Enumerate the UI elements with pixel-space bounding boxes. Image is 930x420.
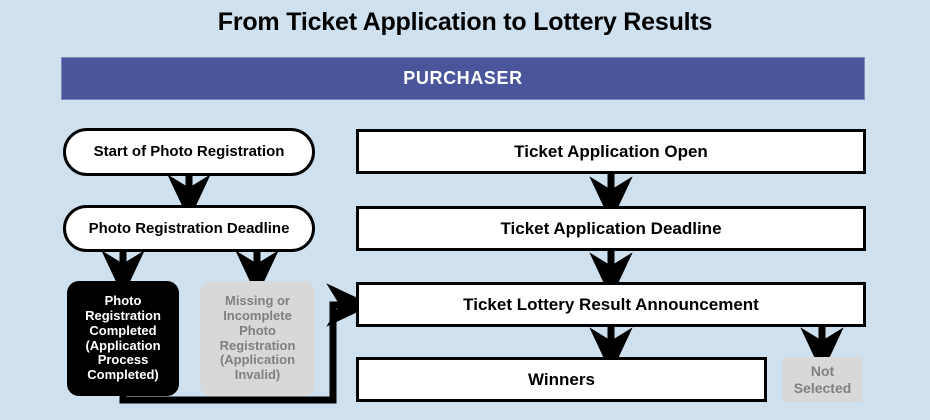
node-ticket-application-open[interactable]: Ticket Application Open	[356, 129, 866, 174]
node-label: Ticket Application Deadline	[500, 218, 722, 238]
node-label: Not Selected	[793, 363, 852, 396]
node-missing-or-incomplete-photo-registration[interactable]: Missing or Incomplete Photo Registration…	[200, 281, 315, 396]
swimlane-header-label: PURCHASER	[403, 68, 523, 88]
node-label: Photo Registration Completed (Applicatio…	[85, 292, 161, 383]
node-label: Ticket Application Open	[514, 141, 708, 161]
node-label: Photo Registration Deadline	[88, 219, 290, 237]
node-winners[interactable]: Winners	[356, 357, 767, 402]
node-photo-registration-completed[interactable]: Photo Registration Completed (Applicatio…	[67, 281, 179, 396]
node-photo-registration-deadline[interactable]: Photo Registration Deadline	[63, 205, 315, 252]
swimlane-header-purchaser: PURCHASER	[61, 57, 865, 100]
node-label: Ticket Lottery Result Announcement	[463, 294, 759, 314]
node-label: Winners	[528, 369, 595, 389]
node-label: Missing or Incomplete Photo Registration…	[219, 292, 296, 383]
node-ticket-lottery-result-announcement[interactable]: Ticket Lottery Result Announcement	[356, 282, 866, 327]
page-title: From Ticket Application to Lottery Resul…	[217, 8, 713, 36]
node-start-of-photo-registration[interactable]: Start of Photo Registration	[63, 128, 315, 176]
node-not-selected[interactable]: Not Selected	[783, 357, 862, 402]
node-label: Start of Photo Registration	[93, 143, 285, 161]
node-ticket-application-deadline[interactable]: Ticket Application Deadline	[356, 206, 866, 251]
